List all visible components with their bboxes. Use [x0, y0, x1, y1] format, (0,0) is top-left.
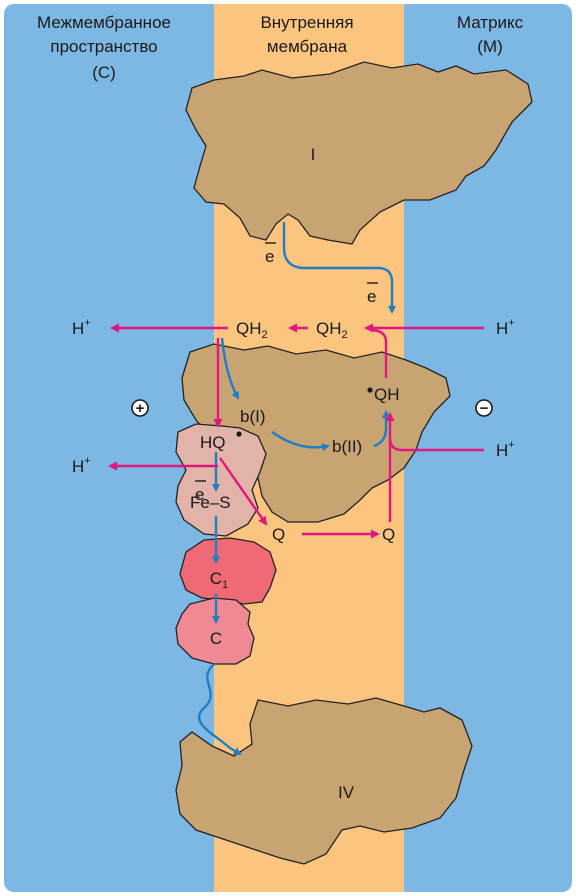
q-label-left: Q [272, 525, 285, 544]
header-membrane-line2: мембрана [267, 37, 348, 56]
q-label-right: Q [382, 525, 395, 544]
svg-text:−: − [480, 400, 489, 417]
header-matrix-line1: Матрикс [457, 13, 524, 32]
negative-side-sign: − [476, 400, 492, 417]
cytochrome-c-label: C [210, 629, 222, 648]
cytochrome-b1-label: b(I) [240, 407, 266, 426]
header-matrix-line2: (М) [477, 37, 502, 56]
header-membrane-line1: Внутренняя [260, 13, 353, 32]
complex-4-label: IV [338, 783, 355, 802]
header-intermembrane-line1: Межмембранное [37, 13, 171, 32]
svg-text:HQ: HQ [200, 433, 226, 452]
positive-side-sign: + [132, 400, 148, 417]
complex-1-label: I [311, 145, 316, 164]
cytochrome-c1-shape [180, 538, 276, 604]
header-intermembrane-line3: (С) [92, 63, 116, 82]
header-intermembrane-line2: пространство [50, 37, 157, 56]
cytochrome-b2-label: b(II) [332, 437, 362, 456]
svg-text:+: + [136, 400, 145, 417]
svg-text:e: e [265, 247, 274, 266]
svg-text:QH: QH [374, 385, 400, 404]
electron-label-transfer: e [367, 283, 378, 306]
fes-label: Fe–S [190, 493, 231, 512]
svg-text:e: e [367, 287, 376, 306]
electron-label-complex-1: e [265, 243, 276, 266]
